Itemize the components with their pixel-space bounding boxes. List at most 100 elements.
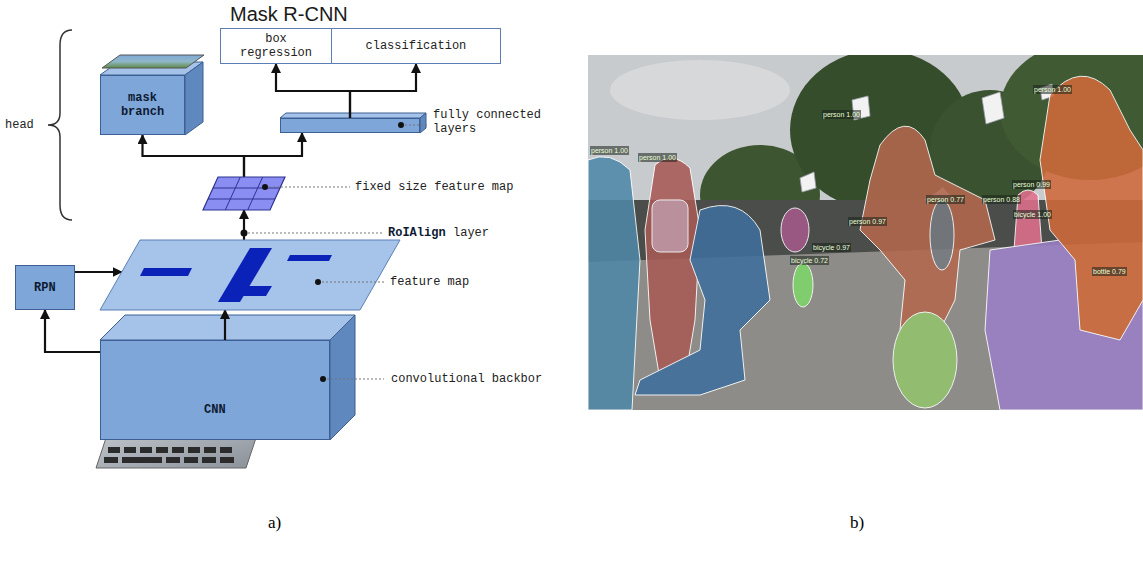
input-image-part-part (140, 447, 152, 453)
arrow-connector (350, 64, 416, 118)
feature-map-shape-part (318, 282, 385, 283)
feature-map-plane: feature map (100, 240, 400, 310)
detection-tag: person 1.00 (822, 110, 861, 119)
rpn-box: RPN (15, 265, 75, 310)
cnn-3d-part (330, 315, 355, 440)
input-image-part-part (108, 447, 120, 453)
input-image-part-part (202, 457, 216, 463)
arrow-connector (143, 135, 245, 177)
segmentation-photo-part (588, 76, 1143, 410)
segmentation-photo-part-part (645, 158, 700, 380)
segmentation-photo-part-part (793, 263, 813, 307)
box-label: mask branch (113, 91, 173, 119)
mask-branch-3d-part (185, 62, 203, 135)
arrow-connector (244, 133, 302, 177)
output-box: box regression (220, 28, 332, 64)
detection-tag: bicycle 1.00 (1013, 210, 1052, 219)
leader-line-part (401, 125, 429, 126)
leader-line-part (398, 122, 404, 128)
roialign-leader-part (244, 233, 383, 234)
feature-map-shape-part (315, 279, 321, 285)
segmentation-photo-part-part (652, 200, 688, 252)
input-image-part-part (104, 457, 118, 463)
feature-map-shape-part-part (287, 255, 332, 261)
segmentation-photo-part-part (635, 206, 770, 396)
input-image-part-part (188, 447, 200, 453)
fc-3d (280, 113, 426, 133)
detection-tag: bicycle 0.72 (790, 256, 829, 265)
figure-title: Mask R-CNN (230, 3, 348, 26)
output-box: classification (331, 28, 501, 64)
segmentation-photo (588, 55, 1143, 410)
feature-map-shape-part-part (218, 248, 272, 302)
detection-tag: bottle 0.79 (1092, 267, 1127, 276)
roi-grid: fixed size feature map (203, 177, 285, 210)
head-brace (48, 30, 72, 220)
roi-grid-shape-part (203, 177, 285, 210)
head-label: head (5, 118, 34, 132)
cnn-backbone-box: CNNconvolutional backbor (100, 340, 330, 440)
cnn-3d (100, 315, 355, 440)
leader-line-part (320, 376, 326, 382)
roi-grid-shape-part (225, 177, 240, 210)
roi-grid-shape-part (213, 188, 280, 189)
arrow-connector (276, 64, 350, 118)
input-image-part-part (220, 457, 234, 463)
mask-branch-3d-part (102, 55, 204, 68)
fc-layer-bar: fully connected layers (280, 118, 420, 133)
roi-grid-shape-part (265, 187, 350, 188)
panel-letter: a) (268, 513, 281, 533)
feature-map-shape-part-part (230, 286, 272, 296)
box-label: classification (366, 39, 467, 53)
detection-tag: bicycle 0.97 (812, 243, 851, 252)
input-image-part-part (156, 447, 168, 453)
segmentation-photo-part-part (588, 157, 640, 410)
fc-3d-part (420, 113, 426, 133)
input-image-part (104, 447, 234, 463)
leader-line (281, 119, 421, 134)
segmentation-photo-part-part (860, 126, 995, 340)
detection-tag: person 1.00 (1033, 85, 1072, 94)
cnn-3d-part (100, 315, 355, 340)
panel-letter: b) (850, 513, 864, 533)
callout-label: fixed size feature map (355, 180, 513, 194)
mask-branch-box: mask branch (100, 75, 185, 135)
box-label: CNN (204, 403, 226, 417)
arrow-connector (224, 310, 226, 340)
detection-tag: person 1.00 (590, 146, 629, 155)
feature-map-shape (100, 240, 400, 310)
detection-tag: person 0.77 (926, 195, 965, 204)
leader-line-part (323, 379, 384, 380)
roi-grid-shape (203, 177, 285, 210)
leader-line (101, 341, 331, 441)
segmentation-photo-part (588, 55, 1143, 410)
segmentation-photo-part-part (930, 200, 954, 270)
segmentation-photo-part-part (1040, 76, 1143, 340)
segmentation-photo-part-part (893, 312, 957, 408)
detection-tag: person 0.97 (848, 217, 887, 226)
mask-branch-3d (100, 55, 204, 135)
roi-grid-shape-part (208, 199, 275, 200)
layer-name: layer (453, 226, 489, 240)
segmentation-photo-part-part (781, 208, 809, 252)
feature-map-shape-part-part (140, 268, 192, 276)
input-image-part-part (166, 457, 180, 463)
feature-map-shape-part (140, 248, 332, 302)
head-brace-part (48, 30, 72, 220)
input-image-part-part (124, 447, 136, 453)
input-image-part-part (204, 447, 216, 453)
input-image-part-part (172, 447, 184, 453)
arrow-connector (45, 310, 100, 352)
feature-map-shape-part (100, 240, 400, 310)
detection-tag: person 1.00 (638, 153, 677, 162)
input-image-part-part (220, 447, 232, 453)
arrow-connector (243, 210, 245, 240)
callout-label: fully connected layers (433, 108, 559, 136)
detection-tag: person 0.99 (1012, 180, 1051, 189)
callout-label: feature map (390, 275, 469, 289)
arrow-connector (75, 271, 122, 273)
roi-grid-shape-part (248, 177, 263, 210)
box-label: box regression (234, 32, 318, 60)
input-image-part-part (184, 457, 198, 463)
